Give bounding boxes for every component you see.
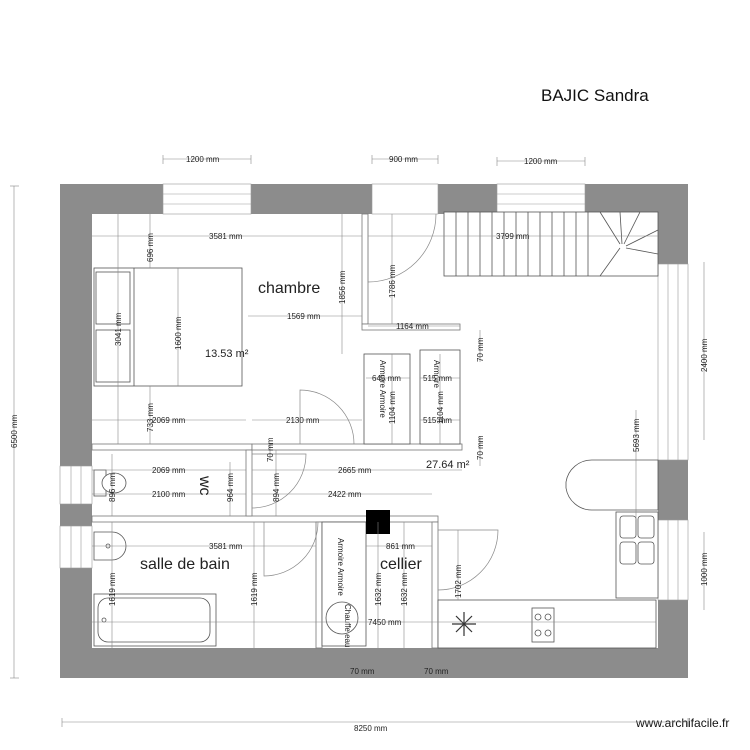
dim-door-1786: 1786 mm	[388, 264, 397, 298]
door-opening-top	[371, 183, 439, 215]
doors	[251, 213, 499, 591]
dimension-labels-vertical: 6500 mm 696 mm 3041 mm 1600 mm 733 mm 18…	[10, 233, 709, 606]
dim-right-2400: 2400 mm	[700, 338, 709, 372]
site-credit[interactable]: www.archifacile.fr	[636, 716, 730, 730]
bed[interactable]	[93, 267, 243, 387]
storage-label: Armoire Armoire	[336, 538, 345, 596]
dim-closet-515-a: 515 mm	[423, 374, 452, 383]
dim-cellier-1702: 1702 mm	[454, 564, 463, 598]
dim-wc-896: 896 mm	[108, 473, 117, 502]
dim-hall-2422: 2422 mm	[328, 490, 362, 499]
closet-label-2: Armoire	[432, 360, 441, 389]
area-chambre: 13.53 m²	[205, 348, 249, 360]
dim-closet-1104-a: 1104 mm	[388, 391, 397, 424]
dim-sdb-3581: 3581 mm	[209, 542, 243, 551]
area-sejour: 27.64 m²	[426, 459, 470, 471]
dim-hall-1164: 1164 mm	[396, 322, 429, 331]
room-chambre: chambre	[258, 280, 320, 297]
dim-window-top-right: 1200 mm	[524, 157, 558, 166]
dim-sdb-1619-b: 1619 mm	[250, 572, 259, 606]
owner-name: BAJIC Sandra	[541, 86, 649, 105]
dimension-labels: 1200 mm 900 mm 1200 mm 3581 mm 3799 mm 1…	[152, 155, 558, 733]
dim-bed-1600: 1600 mm	[174, 316, 183, 350]
toilet[interactable]	[93, 469, 127, 497]
dim-bottom-70-a: 70 mm	[350, 667, 375, 676]
closet-label-1: Armoire Armoire	[378, 360, 387, 418]
room-salle-de-bain: salle de bain	[140, 556, 230, 573]
dimension-lines	[10, 155, 705, 727]
dim-wall-70-c: 70 mm	[476, 435, 485, 460]
dim-chambre-2130: 2130 mm	[286, 416, 320, 425]
water-heater-label: Chauffe eau	[343, 604, 352, 647]
window-right-lower	[657, 519, 689, 601]
dim-cellier-861: 861 mm	[386, 542, 415, 551]
window-top-left	[162, 183, 252, 215]
window-left-sdb	[59, 525, 93, 569]
window-top-right	[496, 183, 586, 215]
dim-wc-964: 964 mm	[226, 473, 235, 502]
dim-window-top-left: 1200 mm	[186, 155, 220, 164]
dim-right-5693: 5693 mm	[632, 418, 641, 452]
dim-hall-2665: 2665 mm	[338, 466, 372, 475]
dim-closet-1104-b: 1104 mm	[436, 391, 445, 424]
staircase[interactable]	[443, 211, 659, 277]
dim-total-height: 6500 mm	[10, 414, 19, 448]
bathtub[interactable]	[93, 593, 217, 647]
room-wc: wc	[196, 475, 213, 496]
dim-sdb-1619-a: 1619 mm	[108, 572, 117, 606]
dim-wc-2069: 2069 mm	[152, 466, 186, 475]
dim-chambre-2069: 2069 mm	[152, 416, 186, 425]
kitchen[interactable]	[437, 459, 659, 649]
room-cellier: cellier	[380, 556, 422, 573]
window-left-wc	[59, 465, 93, 505]
dim-wall-70-b: 70 mm	[266, 437, 275, 462]
dim-hall-894: 894 mm	[272, 473, 281, 502]
dim-chambre-696: 696 mm	[146, 233, 155, 262]
dim-cellier-1632-a: 1632 mm	[374, 572, 383, 606]
dim-chambre-733: 733 mm	[146, 403, 155, 432]
dim-closet-515-b: 515 mm	[423, 416, 452, 425]
dim-stair-width: 3799 mm	[496, 232, 530, 241]
dim-bottom-7450: 7450 mm	[368, 618, 402, 627]
dim-chambre-1569: 1569 mm	[287, 312, 321, 321]
dim-wall-70-a: 70 mm	[476, 337, 485, 362]
dim-cellier-1632-b: 1632 mm	[400, 572, 409, 606]
cellier-storage[interactable]	[321, 521, 367, 647]
dim-closet-645: 645 mm	[372, 374, 401, 383]
dim-right-1000: 1000 mm	[700, 552, 709, 586]
dim-total-width: 8250 mm	[354, 724, 388, 733]
dim-chambre-1856: 1856 mm	[338, 270, 347, 304]
dim-wc-2100: 2100 mm	[152, 490, 186, 499]
window-right-upper	[657, 263, 689, 461]
dim-chambre-width: 3581 mm	[209, 232, 243, 241]
dim-chambre-3041: 3041 mm	[114, 312, 123, 346]
snowflake-icon	[452, 612, 476, 636]
dim-door-top: 900 mm	[389, 155, 418, 164]
dim-bottom-70-b: 70 mm	[424, 667, 449, 676]
